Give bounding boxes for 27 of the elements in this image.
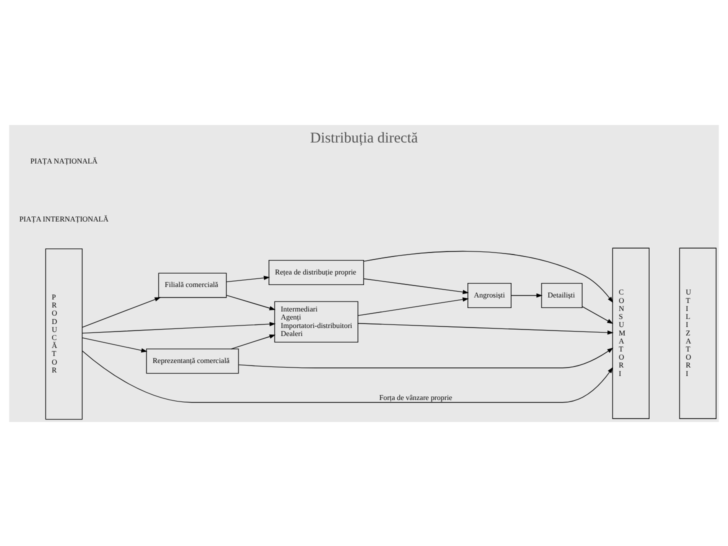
node-box: Reprezentanță comercială [146, 348, 239, 374]
node-box: U T I L I Z A T O R I [679, 247, 716, 418]
arrow [358, 322, 614, 334]
arrow [230, 334, 276, 349]
arrow [358, 296, 469, 316]
arrow [82, 350, 614, 402]
arrow [226, 294, 276, 310]
diagram-title: Distribuția directă [310, 130, 418, 146]
arrow [582, 306, 614, 324]
label: PIAȚA INTERNAȚIONALĂ [19, 214, 108, 224]
label: PIAȚA NAȚIONALĂ [30, 156, 98, 165]
arrow [238, 347, 614, 368]
node-box: Detailiști [541, 282, 583, 308]
node-box: Filială comercială [158, 272, 227, 298]
arrow [82, 296, 161, 328]
arrow [363, 250, 614, 302]
node-box: Intermediari Agenți Importatori-distribuitori Dealeri [274, 300, 358, 342]
arrow [82, 321, 276, 334]
node-box: P R O D U C Ă T O R [45, 248, 83, 420]
arrow [226, 275, 270, 282]
edge-label: Forța de vânzare proprie [379, 392, 452, 402]
node-box: C O N S U M A T O R I [612, 247, 650, 418]
node-box: Angrosiști [468, 282, 512, 308]
node-box: Rețea de distribuție proprie [268, 259, 364, 284]
arrow [510, 292, 543, 298]
arrow [82, 336, 148, 352]
arrow [363, 278, 469, 294]
